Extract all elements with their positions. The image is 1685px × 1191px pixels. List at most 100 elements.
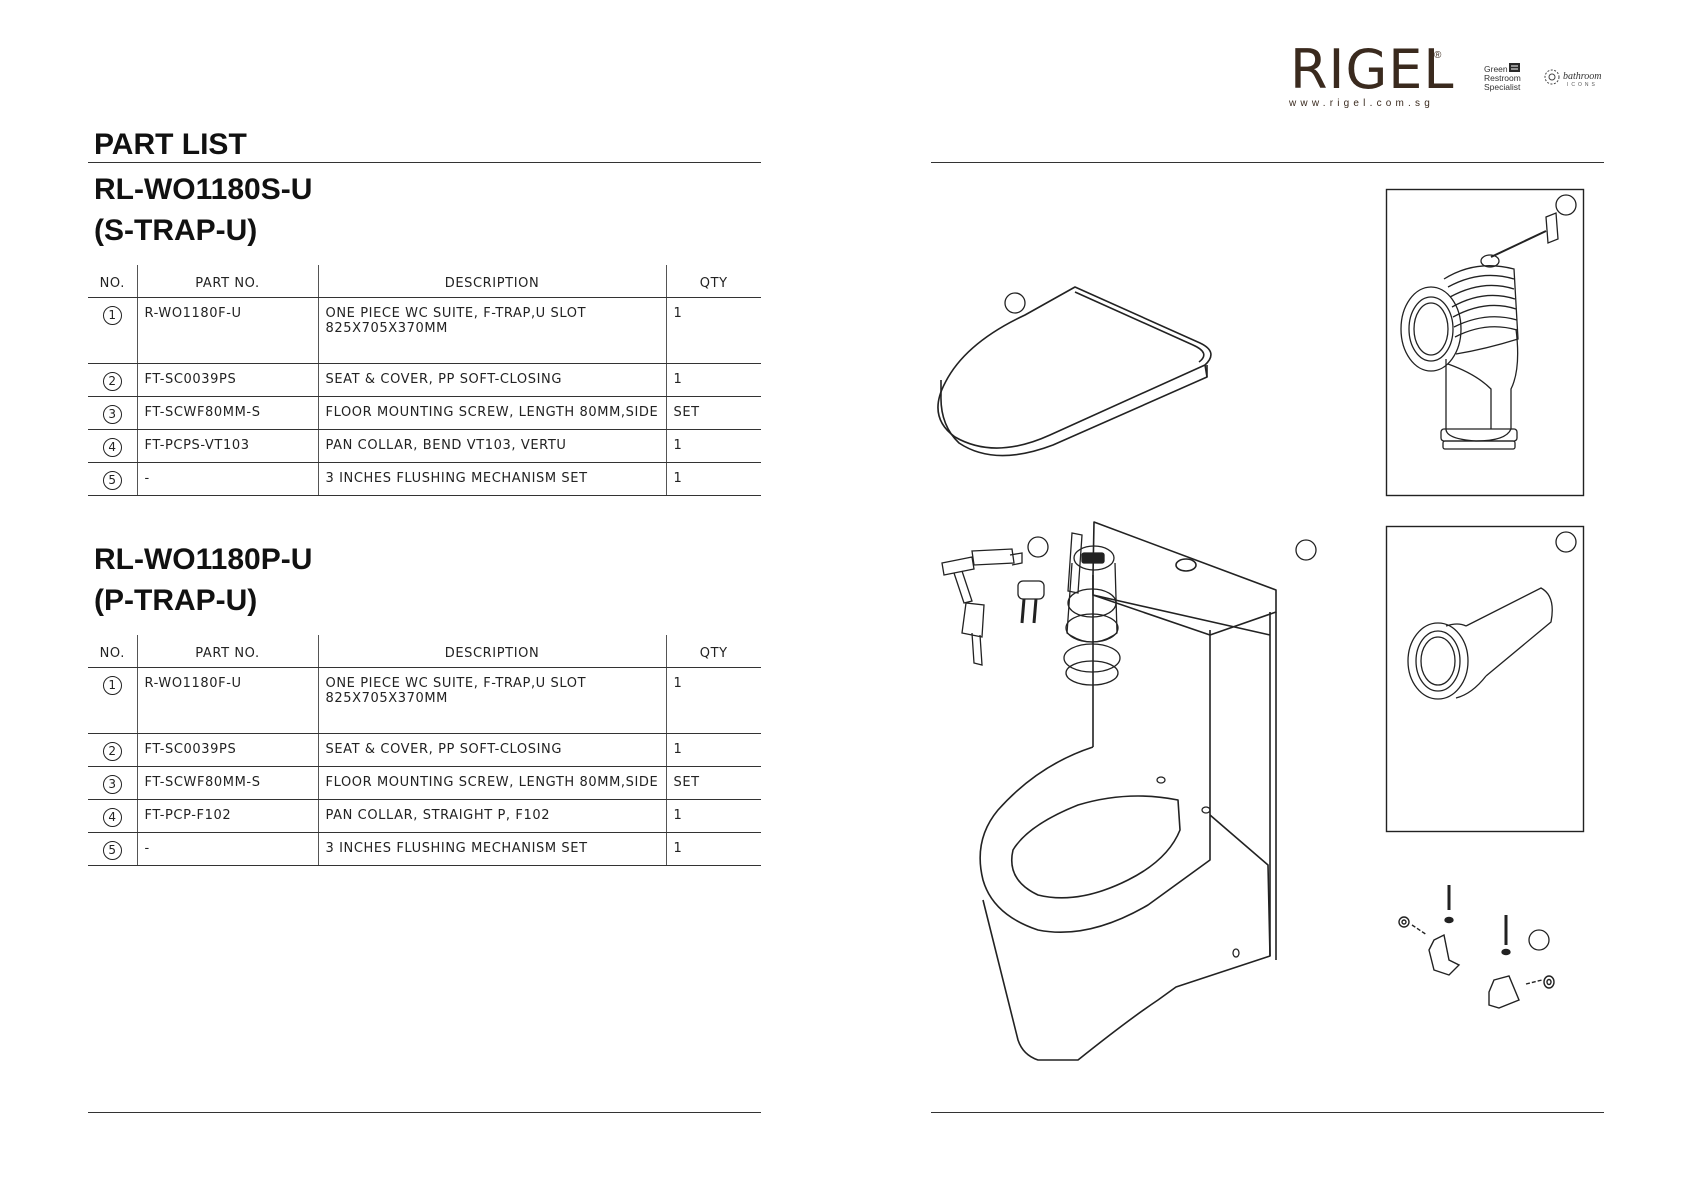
callout-circle [1295,539,1317,561]
row-description: 3 INCHES FLUSHING MECHANISM SET [317,832,666,866]
bathroom-icons-badge: bathroom [1563,71,1602,82]
row-part-no: FT-SC0039PS [136,733,318,767]
desc-line: 825X705X370MM [325,691,448,706]
badge-line: Specialist [1484,82,1521,92]
row-no: 2 [88,733,137,767]
row-qty: 1 [665,667,761,734]
wc-suite-illustration [979,521,1317,1061]
col-description: DESCRIPTION [317,635,666,668]
model-variant-p-trap: (P-TRAP-U) [94,584,258,617]
bathroom-icons-emblem-icon [1544,69,1560,85]
row-qty: 1 [665,462,761,496]
desc-line: FLOOR MOUNTING SCREW, LENGTH 80MM,SIDE [325,405,659,420]
row-description: SEAT & COVER, PP SOFT-CLOSING [317,733,666,767]
left-footer-rule [88,1112,761,1113]
col-no: NO. [88,635,137,668]
row-qty: 1 [665,733,761,767]
right-header-rule [931,162,1604,163]
parts-table-s-trap: NO. PART NO. DESCRIPTION QTY 1 R-WO1180F… [88,265,761,496]
green-restroom-badge: Green Restroom Specialist [1484,65,1521,92]
table-header-row: NO. PART NO. DESCRIPTION QTY [88,635,761,668]
table-row: 5 - 3 INCHES FLUSHING MECHANISM SET 1 [88,462,761,496]
row-description: FLOOR MOUNTING SCREW, LENGTH 80MM,SIDE [317,766,666,800]
row-qty: 1 [665,832,761,866]
row-no: 5 [88,462,137,496]
row-no: 4 [88,429,137,463]
row-no: 5 [88,832,137,866]
col-no: NO. [88,265,137,298]
item-number-badge: 4 [102,438,122,457]
row-description: 3 INCHES FLUSHING MECHANISM SET [317,462,666,496]
model-name-s-trap: RL-WO1180S-U [94,173,313,206]
table-row: 2 FT-SC0039PS SEAT & COVER, PP SOFT-CLOS… [88,363,761,397]
straight-pan-collar-illustration [1385,525,1585,833]
row-qty: 1 [665,799,761,833]
table-row: 2 FT-SC0039PS SEAT & COVER, PP SOFT-CLOS… [88,733,761,767]
row-qty: 1 [665,429,761,463]
desc-line: ONE PIECE WC SUITE, F-TRAP,U SLOT [325,676,587,691]
desc-line: FLOOR MOUNTING SCREW, LENGTH 80MM,SIDE [325,775,659,790]
row-description: PAN COLLAR, BEND VT103, VERTU [317,429,666,463]
desc-line: ONE PIECE WC SUITE, F-TRAP,U SLOT [325,306,587,321]
table-header-row: NO. PART NO. DESCRIPTION QTY [88,265,761,298]
bathroom-icons-sub: ICONS [1567,82,1598,88]
row-part-no: R-WO1180F-U [136,667,318,734]
row-qty: 1 [665,363,761,397]
model-name-p-trap: RL-WO1180P-U [94,543,313,576]
row-part-no: FT-PCPS-VT103 [136,429,318,463]
table-row: 5 - 3 INCHES FLUSHING MECHANISM SET 1 [88,832,761,866]
item-number-badge: 2 [102,372,122,391]
row-qty: SET [665,766,761,800]
desc-line: SEAT & COVER, PP SOFT-CLOSING [325,372,563,387]
row-part-no: FT-SCWF80MM-S [136,396,318,430]
row-no: 1 [88,667,137,734]
desc-line: PAN COLLAR, BEND VT103, VERTU [325,438,567,453]
row-no: 4 [88,799,137,833]
callout-circle [1555,531,1577,553]
parts-table-p-trap: NO. PART NO. DESCRIPTION QTY 1 R-WO1180F… [88,635,761,866]
desc-line: 3 INCHES FLUSHING MECHANISM SET [325,841,588,856]
bend-pan-collar-illustration [1385,188,1585,497]
table-row: 3 FT-SCWF80MM-S FLOOR MOUNTING SCREW, LE… [88,396,761,430]
desc-line: SEAT & COVER, PP SOFT-CLOSING [325,742,563,757]
row-no: 1 [88,297,137,364]
table-row: 4 FT-PCPS-VT103 PAN COLLAR, BEND VT103, … [88,429,761,463]
table-row: 1 R-WO1180F-U ONE PIECE WC SUITE, F-TRAP… [88,297,761,364]
row-no: 3 [88,766,137,800]
item-number-badge: 3 [102,775,122,794]
badge-line: Green [1484,64,1508,74]
row-part-no: FT-PCP-F102 [136,799,318,833]
badge-line: Restroom [1484,73,1521,83]
desc-line: 3 INCHES FLUSHING MECHANISM SET [325,471,588,486]
table-row: 4 FT-PCP-F102 PAN COLLAR, STRAIGHT P, F1… [88,799,761,833]
row-description: PAN COLLAR, STRAIGHT P, F102 [317,799,666,833]
item-number-badge: 1 [102,676,122,695]
item-number-badge: 5 [102,841,122,860]
registered-mark: ® [1434,50,1442,61]
row-description: SEAT & COVER, PP SOFT-CLOSING [317,363,666,397]
model-variant-s-trap: (S-TRAP-U) [94,214,258,247]
desc-line: PAN COLLAR, STRAIGHT P, F102 [325,808,551,823]
item-number-badge: 2 [102,742,122,761]
row-part-no: FT-SCWF80MM-S [136,766,318,800]
table-row: 1 R-WO1180F-U ONE PIECE WC SUITE, F-TRAP… [88,667,761,734]
seat-cover-illustration [937,286,1212,457]
item-number-badge: 3 [102,405,122,424]
floor-mounting-screw-illustration [1398,885,1555,1009]
callout-circle [1528,929,1550,951]
callout-circle [1027,536,1049,558]
callout-circle [1555,194,1577,216]
brand-name: RIGEL [1290,38,1455,101]
item-number-badge: 1 [102,306,122,325]
callout-circle [1004,292,1026,314]
desc-line: 825X705X370MM [325,321,448,336]
row-qty: SET [665,396,761,430]
col-part-no: PART NO. [136,635,318,668]
row-no: 2 [88,363,137,397]
row-part-no: - [136,832,318,866]
table-row: 3 FT-SCWF80MM-S FLOOR MOUNTING SCREW, LE… [88,766,761,800]
row-description: FLOOR MOUNTING SCREW, LENGTH 80MM,SIDE [317,396,666,430]
row-part-no: R-WO1180F-U [136,297,318,364]
col-description: DESCRIPTION [317,265,666,298]
